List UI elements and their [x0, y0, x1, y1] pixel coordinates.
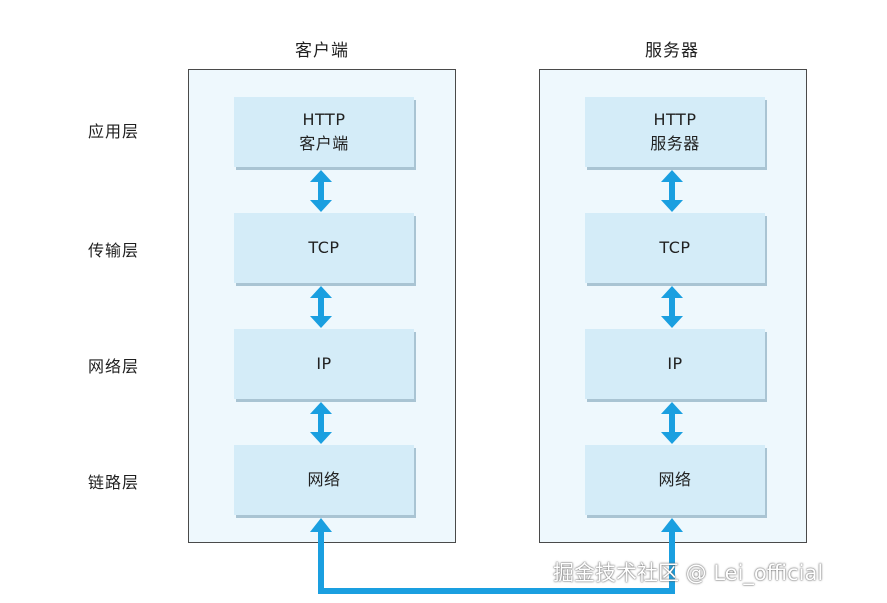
client-http-box-line1: HTTP — [302, 110, 346, 129]
server-arrow-transport-network — [661, 286, 683, 328]
client-arrow-app-transport — [310, 170, 332, 212]
server-column-title: 服务器 — [645, 41, 699, 61]
client-column-title: 客户端 — [295, 41, 349, 61]
client-ip-box: IP — [234, 329, 414, 399]
server-network-box: 网络 — [585, 445, 765, 515]
client-network-box-label: 网络 — [307, 470, 341, 489]
layer-label-application: 应用层 — [88, 122, 140, 141]
client-tcp-box: TCP — [234, 213, 414, 283]
server-arrow-app-transport — [661, 170, 683, 212]
server-tcp-box: TCP — [585, 213, 765, 283]
server-network-box-label: 网络 — [658, 470, 692, 489]
layer-label-transport: 传输层 — [88, 241, 140, 260]
server-ip-box-label: IP — [667, 354, 683, 373]
layer-label-network: 网络层 — [88, 357, 140, 376]
client-network-box: 网络 — [234, 445, 414, 515]
client-ip-box-label: IP — [316, 354, 332, 373]
client-arrow-network-link — [310, 402, 332, 444]
client-http-box-line2: 客户端 — [299, 134, 349, 153]
server-tcp-box-label: TCP — [659, 238, 691, 257]
watermark: 掘金技术社区 @ Lei_official — [553, 561, 824, 585]
server-arrow-network-link — [661, 402, 683, 444]
server-http-box: HTTP 服务器 — [585, 97, 765, 167]
client-arrow-transport-network — [310, 286, 332, 328]
layer-label-link: 链路层 — [88, 473, 140, 492]
server-http-box-line2: 服务器 — [650, 134, 700, 153]
client-tcp-box-label: TCP — [308, 238, 340, 257]
client-http-box: HTTP 客户端 — [234, 97, 414, 167]
network-connection-arrow — [310, 518, 683, 594]
server-ip-box: IP — [585, 329, 765, 399]
server-http-box-line1: HTTP — [653, 110, 697, 129]
